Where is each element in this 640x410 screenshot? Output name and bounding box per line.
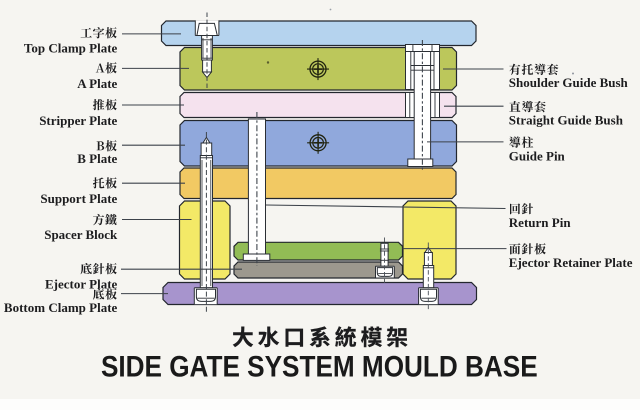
svg-text:Ejector Plate: Ejector Plate	[45, 277, 118, 292]
svg-text:Guide Pin: Guide Pin	[509, 148, 566, 163]
svg-text:Spacer Block: Spacer Block	[44, 227, 118, 242]
svg-text:A Plate: A Plate	[77, 76, 117, 91]
svg-text:SIDE GATE SYSTEM MOULD BASE: SIDE GATE SYSTEM MOULD BASE	[101, 350, 538, 383]
svg-text:Return Pin: Return Pin	[509, 215, 572, 230]
svg-text:Support Plate: Support Plate	[40, 191, 117, 206]
svg-text:Ejector Retainer Plate: Ejector Retainer Plate	[509, 255, 633, 270]
svg-text:Shoulder Guide Bush: Shoulder Guide Bush	[509, 75, 629, 90]
svg-text:Straight Guide Bush: Straight Guide Bush	[509, 113, 624, 128]
svg-text:B Plate: B Plate	[77, 151, 117, 166]
svg-text:Stripper Plate: Stripper Plate	[39, 113, 117, 128]
svg-text:Top Clamp Plate: Top Clamp Plate	[24, 40, 118, 55]
svg-text:Bottom Clamp Plate: Bottom Clamp Plate	[4, 300, 118, 315]
